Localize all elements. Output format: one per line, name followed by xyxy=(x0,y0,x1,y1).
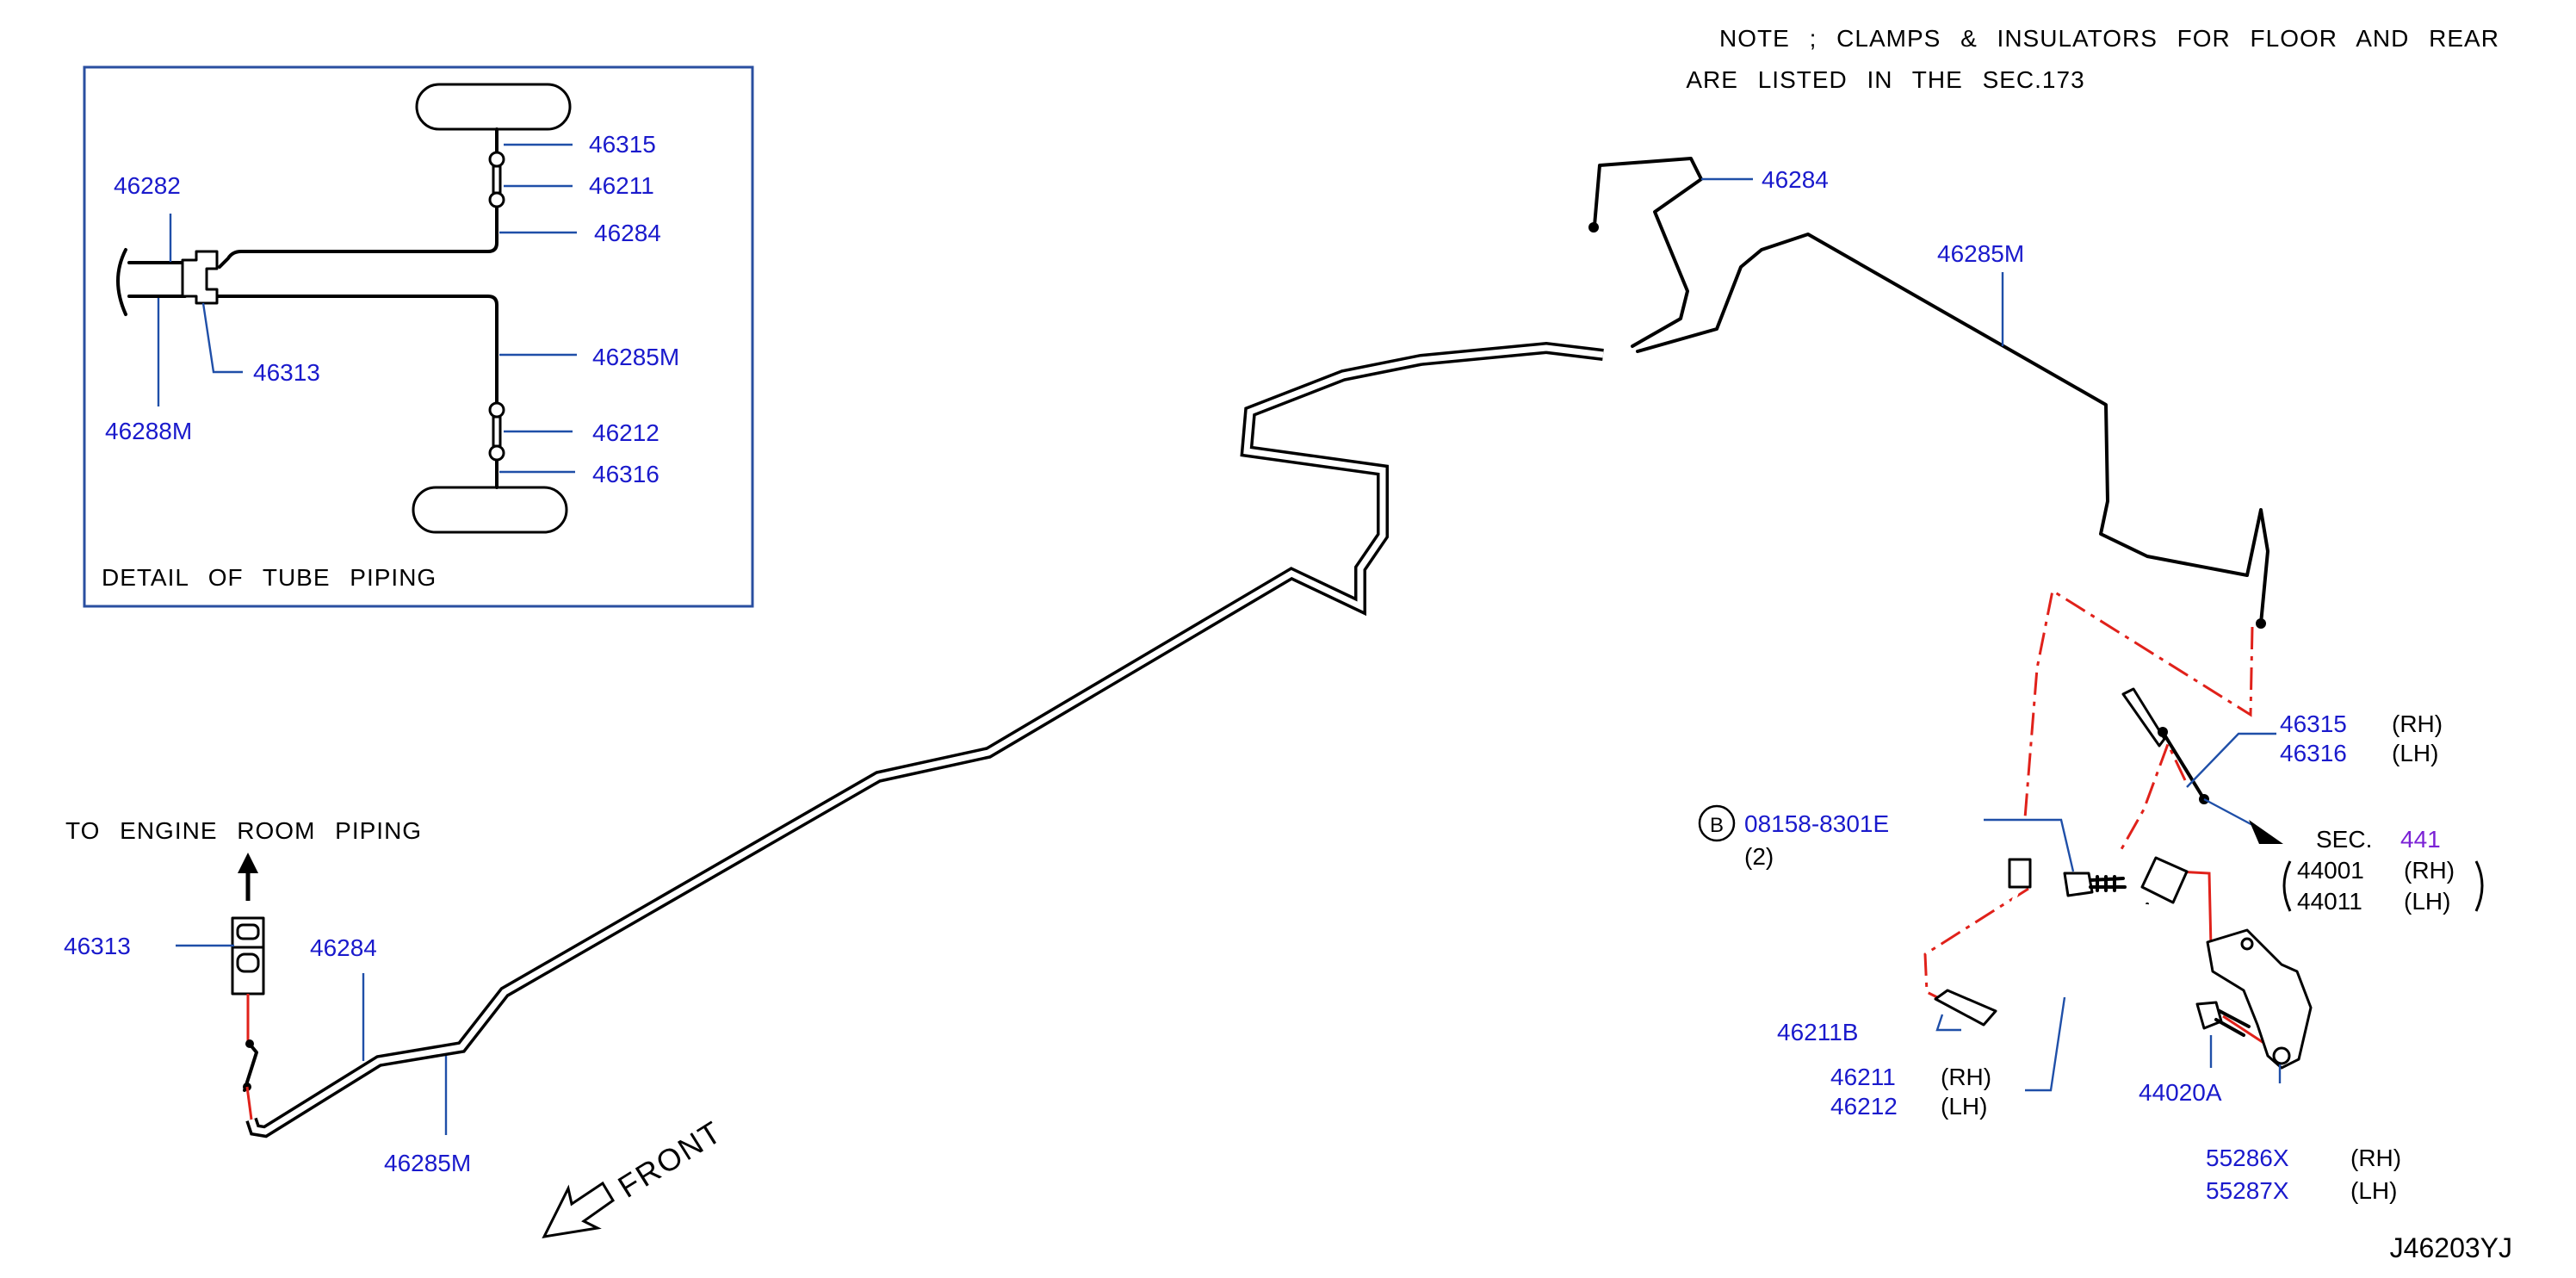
detail-lower-cylinder xyxy=(412,486,568,534)
engine-room-title: TO ENGINE ROOM PIPING xyxy=(65,817,422,844)
label-46315-rh: 46315 xyxy=(2280,710,2347,737)
arrow-to-caliper-icon xyxy=(2249,820,2283,844)
label-08158-8301E: 08158-8301E xyxy=(1744,810,1889,837)
label-46288M: 46288M xyxy=(105,418,192,444)
pipe-46284-rear xyxy=(1593,157,1703,348)
detail-union-lower-a xyxy=(488,401,505,419)
label-46316-lh: 46316 xyxy=(2280,740,2347,766)
label-44011-side: (LH) xyxy=(2404,888,2450,915)
bolt-symbol-circle xyxy=(1698,804,1736,842)
note: NOTE ; CLAMPS & INSULATORS FOR FLOOR AND… xyxy=(1686,25,2499,93)
bracket-46315 xyxy=(2121,687,2166,748)
label-46212: 46212 xyxy=(592,419,659,446)
label-46212-lh: 46212 xyxy=(1830,1093,1898,1120)
detail-hose-lower xyxy=(492,415,502,448)
detail-pipe-break xyxy=(116,248,127,316)
front-arrow-icon xyxy=(542,1181,616,1238)
label-46284: 46284 xyxy=(594,220,661,246)
note-line-2: ARE LISTED IN THE SEC.173 xyxy=(1686,66,2084,93)
label-44001-side: (RH) xyxy=(2404,857,2455,884)
label-46315: 46315 xyxy=(589,131,656,158)
detail-title: DETAIL OF TUBE PIPING xyxy=(102,564,437,591)
detail-hose-upper xyxy=(492,164,502,195)
label-55286X-rh: 55286X xyxy=(2206,1145,2289,1171)
label-46211-side: (RH) xyxy=(1941,1064,1991,1090)
detail-upper-pipe xyxy=(218,127,498,269)
label-46284-rear: 46284 xyxy=(1762,166,1829,193)
bracket-55286X xyxy=(2206,928,2313,1070)
label-46315-side: (RH) xyxy=(2392,710,2443,737)
detail-left-pipes xyxy=(127,261,187,298)
note-line-1: NOTE ; CLAMPS & INSULATORS FOR FLOOR AND… xyxy=(1719,25,2499,52)
label-bolt-qty: (2) xyxy=(1744,843,1774,870)
bolt-08158-8301E xyxy=(2063,872,2094,897)
label-46211-rh: 46211 xyxy=(1830,1064,1896,1090)
label-55287X-side: (LH) xyxy=(2350,1177,2397,1204)
drawing-code: J46203YJ xyxy=(2390,1232,2512,1263)
detail-union-upper-b xyxy=(488,191,505,208)
engine-label-46285M: 46285M xyxy=(384,1150,471,1176)
bolt-44020A xyxy=(2195,1001,2223,1030)
detail-upper-cylinder xyxy=(415,83,572,131)
label-46285M-rear: 46285M xyxy=(1937,240,2024,267)
label-46285M: 46285M xyxy=(592,344,679,370)
label-46313: 46313 xyxy=(253,359,320,386)
detail-frame xyxy=(83,65,754,608)
bolt-symbol: B xyxy=(1710,814,1724,837)
detail-of-tube-piping: 46315 46211 46284 46282 46313 46285M 462… xyxy=(83,65,754,608)
front-indicator: FRONT xyxy=(542,1114,728,1238)
front-label: FRONT xyxy=(612,1114,728,1205)
detail-lower-pipe xyxy=(201,295,498,489)
main-tube-run xyxy=(245,341,1604,1138)
detail-connector-46313 xyxy=(181,250,219,305)
rear-pipes: 46284 46285M xyxy=(1588,157,2269,629)
label-44020A: 44020A xyxy=(2139,1079,2222,1106)
label-46316-side: (LH) xyxy=(2392,740,2438,766)
label-55287X-lh: 55287X xyxy=(2206,1177,2289,1204)
arrow-up-head-icon xyxy=(238,853,258,873)
pipe-46285M-rear xyxy=(1636,233,2269,625)
hose-banjo xyxy=(2140,856,2189,904)
main-brake-tube xyxy=(245,341,1604,1138)
label-sec-441: 441 xyxy=(2400,826,2441,853)
engine-room-section: TO ENGINE ROOM PIPING 46313 46284 46285M xyxy=(64,817,471,1176)
detail-union-lower-b xyxy=(488,444,505,462)
label-46212-side: (LH) xyxy=(1941,1093,1987,1120)
label-44001: 44001 xyxy=(2297,857,2364,884)
label-46211B: 46211B xyxy=(1777,1019,1858,1045)
detail-union-upper-a xyxy=(488,151,505,168)
label-46316: 46316 xyxy=(592,461,659,487)
engine-label-46313: 46313 xyxy=(64,933,131,959)
rear-brake-assembly: B 08158-8301E (2) 46315 (RH) 46316 (LH) … xyxy=(1698,588,2484,1204)
label-46282: 46282 xyxy=(114,172,181,199)
label-sec-prefix: SEC. xyxy=(2316,826,2372,853)
engine-label-46284: 46284 xyxy=(310,934,377,961)
label-44011: 44011 xyxy=(2297,888,2362,915)
clip-46211B xyxy=(1934,989,1997,1027)
hose-fitting-upper xyxy=(2008,858,2032,889)
label-46211: 46211 xyxy=(589,172,654,199)
label-55286X-side: (RH) xyxy=(2350,1145,2401,1171)
